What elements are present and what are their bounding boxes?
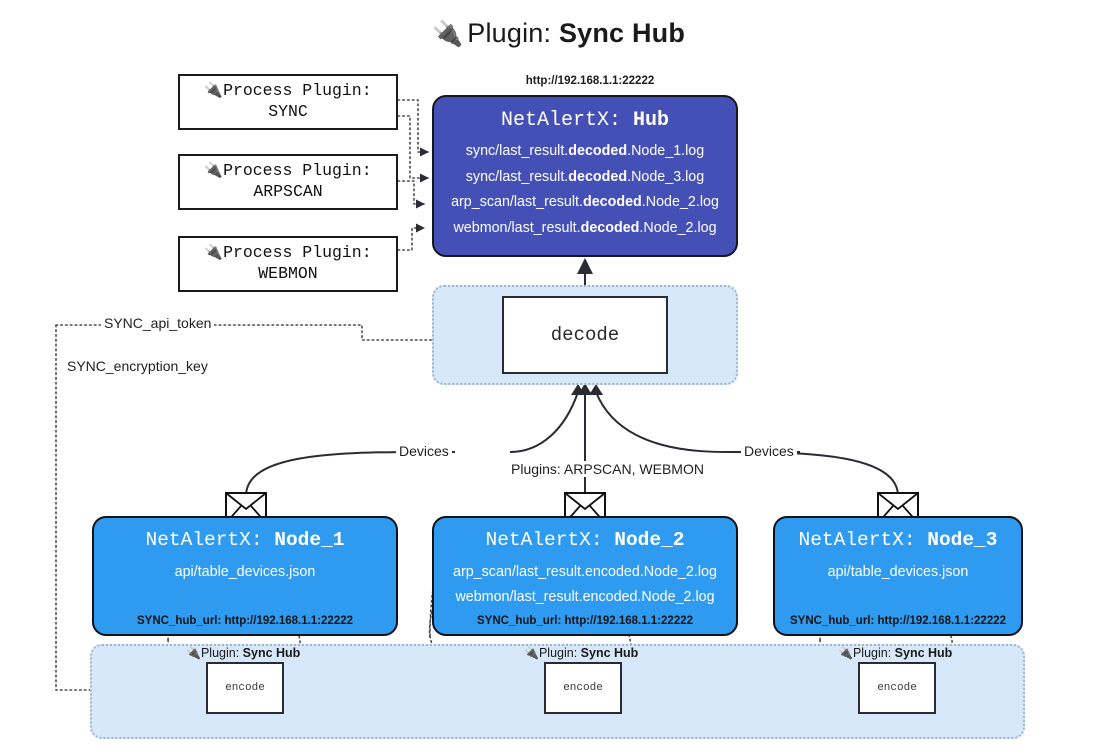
plug-icon: 🔌: [204, 245, 224, 263]
hub-title: NetAlertX: Hub: [434, 109, 736, 132]
page-title-prefix: Plugin:: [467, 18, 559, 48]
encoder-caption-3: 🔌Plugin: Sync Hub: [838, 646, 953, 660]
decode-box[interactable]: decode: [502, 296, 668, 374]
node-line: arp_scan/last_result.encoded.Node_2.log: [453, 564, 717, 580]
node-line-list: arp_scan/last_result.encoded.Node_2.log …: [434, 560, 736, 611]
node-line: api/table_devices.json: [174, 564, 316, 580]
node-title-prefix: NetAlertX:: [798, 529, 928, 551]
encoder-caption-2: 🔌Plugin: Sync Hub: [524, 646, 639, 660]
process-plugin-label: Process Plugin:: [223, 243, 372, 263]
node-line: webmon/last_result.encoded.Node_2.log: [455, 589, 715, 606]
process-plugin-box-webmon[interactable]: 🔌Process Plugin: WEBMON: [178, 236, 398, 292]
process-plugin-label: Process Plugin:: [223, 81, 372, 101]
node-hub-url: SYNC_hub_url: http://192.168.1.1:22222: [789, 615, 1007, 627]
plug-icon: 🔌: [204, 163, 224, 181]
label-devices-right: Devices: [741, 443, 797, 459]
hub-title-prefix: NetAlertX:: [500, 109, 633, 132]
node-line-list: api/table_devices.json: [775, 560, 1021, 585]
hub-log-line: webmon/last_result.decoded.Node_2.log: [453, 219, 717, 236]
process-plugin-name: WEBMON: [258, 264, 318, 284]
page-title-name: Sync Hub: [558, 18, 686, 48]
node-line-list: api/table_devices.json: [94, 560, 396, 585]
plug-icon: 🔌: [204, 83, 224, 101]
hub-log-line: sync/last_result.decoded.Node_1.log: [465, 143, 705, 159]
hub-node-box[interactable]: NetAlertX: Hub sync/last_result.decoded.…: [432, 95, 738, 257]
encode-box-node-3[interactable]: encode: [858, 662, 936, 714]
plug-icon: 🔌: [431, 20, 464, 48]
node-hub-url: SYNC_hub_url: http://192.168.1.1:22222: [476, 615, 694, 627]
process-plugin-line1: 🔌Process Plugin:: [204, 243, 371, 264]
process-plugin-line1: 🔌Process Plugin:: [204, 161, 371, 182]
encode-box-node-2[interactable]: encode: [544, 662, 622, 714]
plug-icon: 🔌: [524, 646, 539, 660]
node-box-node-3[interactable]: NetAlertX: Node_3 api/table_devices.json…: [773, 516, 1023, 636]
encoder-caption-1: 🔌Plugin: Sync Hub: [186, 646, 301, 660]
node-box-node-2[interactable]: NetAlertX: Node_2 arp_scan/last_result.e…: [432, 516, 738, 636]
hub-title-name: Hub: [633, 109, 670, 132]
node-title: NetAlertX: Node_3: [775, 529, 1021, 551]
node-title-prefix: NetAlertX:: [145, 529, 275, 551]
node-hub-url: SYNC_hub_url: http://192.168.1.1:22222: [136, 615, 354, 627]
label-plugins-center: Plugins: ARPSCAN, WEBMON: [508, 461, 707, 477]
node-title-prefix: NetAlertX:: [485, 529, 615, 551]
node-title: NetAlertX: Node_2: [434, 529, 736, 551]
hub-url-label: http://192.168.1.1:22222: [525, 75, 655, 87]
plug-icon: 🔌: [838, 646, 853, 660]
node-title-name: Node_2: [614, 529, 685, 551]
label-sync-encryption-key: SYNC_encryption_key: [64, 358, 211, 374]
process-plugin-name: ARPSCAN: [253, 182, 323, 202]
process-plugin-box-arpscan[interactable]: 🔌Process Plugin: ARPSCAN: [178, 154, 398, 210]
node-box-node-1[interactable]: NetAlertX: Node_1 api/table_devices.json…: [92, 516, 398, 636]
hub-log-line: arp_scan/last_result.decoded.Node_2.log: [451, 194, 719, 211]
page-title: 🔌Plugin: Sync Hub: [0, 18, 1117, 49]
node-line: api/table_devices.json: [827, 564, 969, 580]
node-title-name: Node_1: [274, 529, 345, 551]
encode-box-node-1[interactable]: encode: [206, 662, 284, 714]
process-plugin-label: Process Plugin:: [223, 161, 372, 181]
process-plugin-box-sync[interactable]: 🔌Process Plugin: SYNC: [178, 74, 398, 130]
label-devices-left: Devices: [396, 443, 452, 459]
node-title: NetAlertX: Node_1: [94, 529, 396, 551]
plug-icon: 🔌: [186, 646, 201, 660]
hub-log-line: sync/last_result.decoded.Node_3.log: [465, 168, 705, 185]
process-plugin-line1: 🔌Process Plugin:: [204, 81, 371, 102]
label-sync-api-token: SYNC_api_token: [101, 315, 215, 331]
process-plugin-name: SYNC: [268, 102, 308, 122]
node-title-name: Node_3: [927, 529, 998, 551]
